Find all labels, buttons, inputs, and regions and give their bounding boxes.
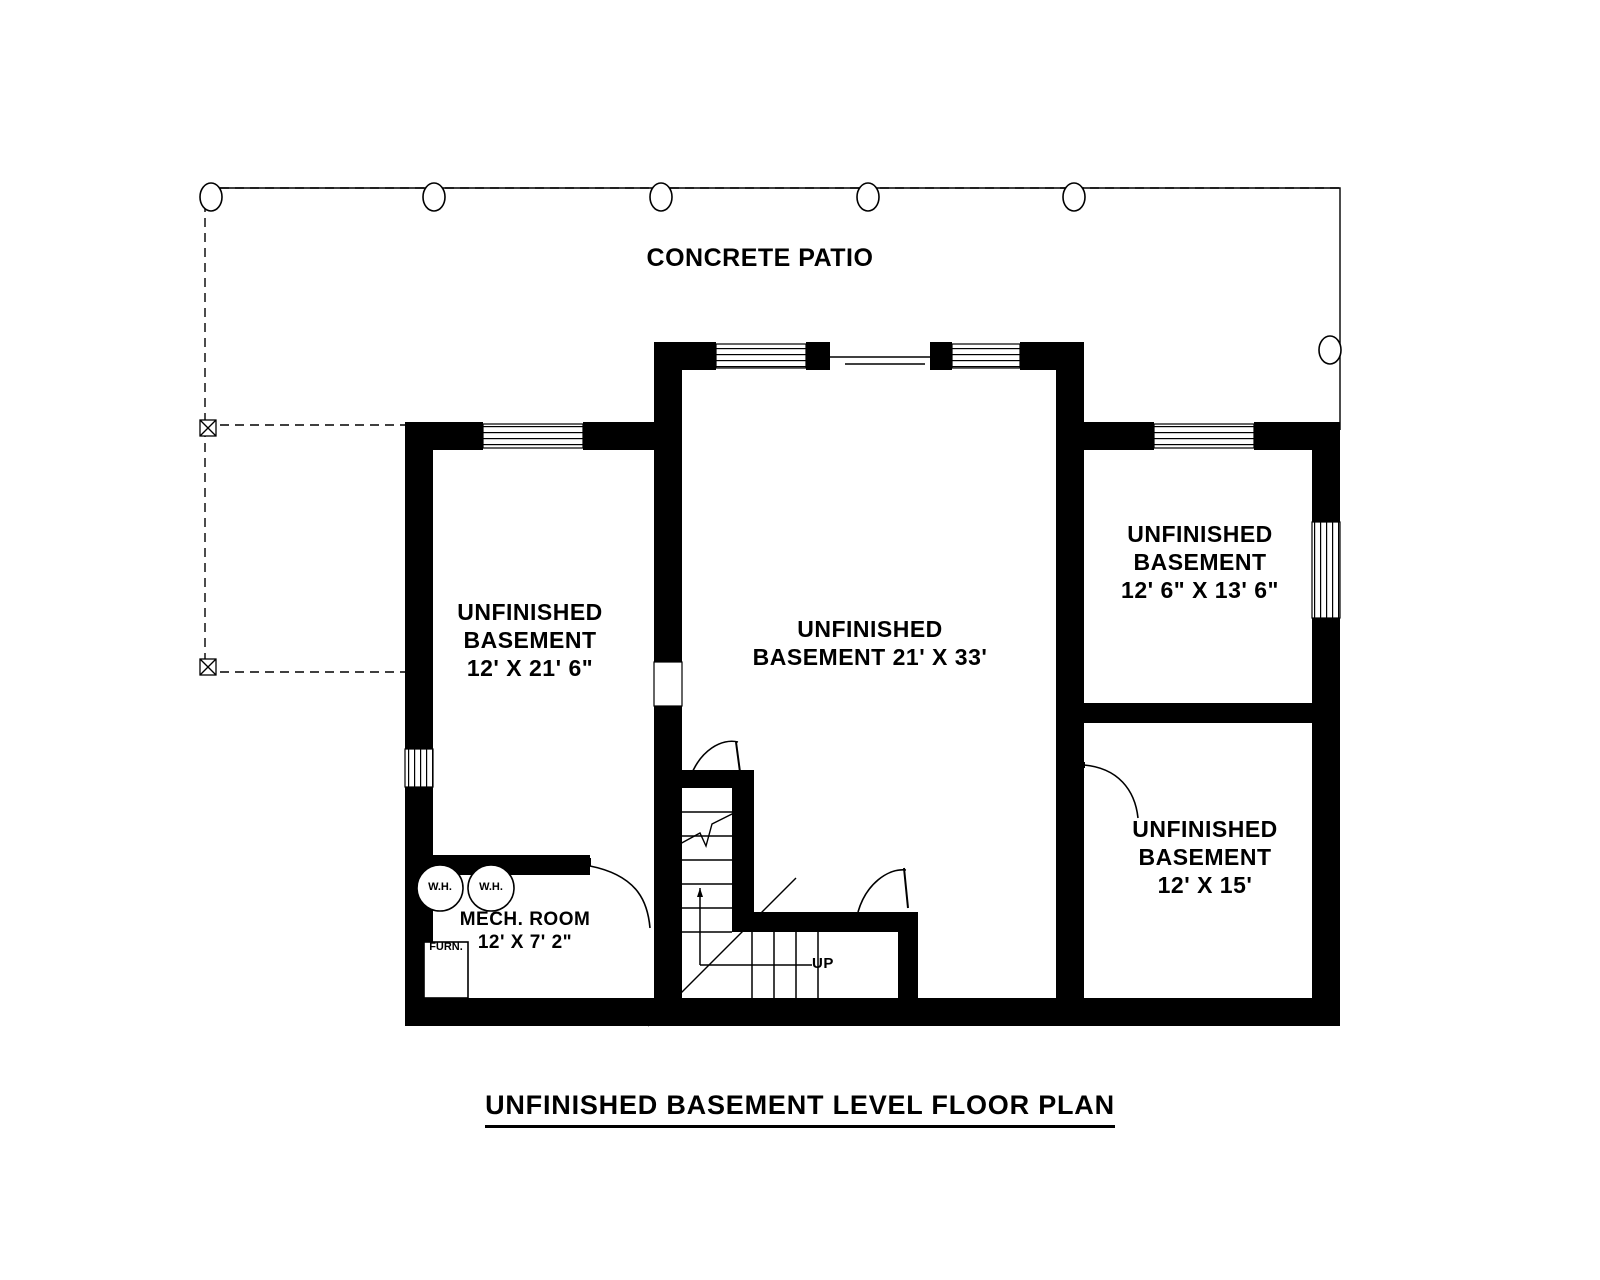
wall-interior-left-a bbox=[654, 436, 682, 662]
furnace-label: FURN. bbox=[424, 941, 468, 954]
footing-pier-markers bbox=[199, 419, 217, 676]
plan-title-text: UNFINISHED BASEMENT LEVEL FLOOR PLAN bbox=[485, 1090, 1115, 1128]
room-name-line1: UNFINISHED bbox=[1132, 816, 1278, 842]
stair-up-label: UP bbox=[812, 955, 852, 973]
beam-line-dashed bbox=[1067, 436, 1079, 700]
room-name-line2: BASEMENT bbox=[463, 627, 597, 654]
mech-fixtures bbox=[416, 864, 515, 999]
stair-diagonal bbox=[647, 877, 797, 1027]
door-stair-top bbox=[689, 740, 739, 779]
patio-post-icon bbox=[856, 182, 880, 212]
window-left-exterior bbox=[404, 748, 434, 788]
room-label-mech-room: MECH. ROOM 12' X 7' 2" bbox=[410, 908, 640, 954]
door-swings bbox=[589, 740, 1139, 929]
room-label-basement-upper-right: UNFINISHED BASEMENT 12' 6" X 13' 6" bbox=[1050, 520, 1350, 604]
door-central-lower bbox=[857, 869, 907, 913]
window-left-wing bbox=[482, 423, 584, 449]
patio-label-text: CONCRETE PATIO bbox=[646, 244, 874, 272]
patio-post-icon bbox=[1062, 182, 1086, 212]
stair-up-text: UP bbox=[812, 955, 835, 972]
room-label-basement-left: UNFINISHED BASEMENT 12' X 21' 6" bbox=[380, 598, 680, 682]
patio-post-icon bbox=[1318, 335, 1342, 365]
water-heater-label-2: W.H. bbox=[469, 881, 513, 894]
room-name-line1: UNFINISHED bbox=[1127, 521, 1273, 547]
stair-treads-upper bbox=[682, 811, 732, 933]
water-heater-icon bbox=[416, 864, 464, 912]
wall-bumpout-right bbox=[1056, 342, 1084, 436]
room-dimensions: 12' X 7' 2" bbox=[477, 932, 573, 954]
room-name-line1: MECH. ROOM bbox=[459, 909, 591, 930]
room-name-line1: UNFINISHED bbox=[797, 616, 943, 642]
water-heater-icon bbox=[467, 864, 515, 912]
wall-stair-bottom bbox=[732, 912, 918, 932]
room-name-line1: UNFINISHED bbox=[457, 599, 603, 625]
room-dimensions: 12' X 21' 6" bbox=[466, 655, 594, 682]
wall-interior-left-b bbox=[654, 706, 682, 1026]
plan-title: UNFINISHED BASEMENT LEVEL FLOOR PLAN bbox=[0, 1090, 1600, 1128]
room-dimensions: 12' X 15' bbox=[1157, 872, 1253, 899]
furnace-icon bbox=[423, 941, 469, 999]
wall-bumpout-left bbox=[654, 342, 682, 436]
opening-left-room bbox=[653, 661, 683, 707]
room-label-basement-center: UNFINISHED BASEMENT 21' X 33' bbox=[705, 615, 1035, 671]
wall-interior-right bbox=[1056, 436, 1084, 1026]
room-name-line2: BASEMENT 21' X 33' bbox=[752, 644, 988, 671]
wall-bottom-exterior bbox=[405, 998, 1340, 1026]
patio-post-icon bbox=[199, 182, 223, 212]
fixture-label: W.H. bbox=[479, 881, 503, 893]
wall-left-exterior-a bbox=[405, 422, 433, 749]
water-heater-label-1: W.H. bbox=[418, 881, 462, 894]
room-name-line2: BASEMENT bbox=[1138, 844, 1272, 871]
window-top-1 bbox=[715, 343, 807, 369]
wall-top-mullion-2 bbox=[930, 342, 952, 370]
wall-assembly bbox=[404, 342, 1341, 1026]
fixture-label: W.H. bbox=[428, 881, 452, 893]
door-lower-right-room bbox=[1083, 764, 1139, 819]
patio-label: CONCRETE PATIO bbox=[560, 243, 960, 274]
room-name-line2: BASEMENT bbox=[1133, 549, 1267, 576]
wall-stair-lower-right bbox=[898, 912, 918, 1026]
wall-right-exterior-a bbox=[1312, 422, 1340, 522]
patio-post-markers bbox=[199, 182, 1342, 365]
wall-right-exterior-b bbox=[1312, 618, 1340, 1026]
wall-top-mullion-1 bbox=[806, 342, 830, 370]
patio-post-icon bbox=[422, 182, 446, 212]
window-right-wing bbox=[1153, 423, 1255, 449]
wall-right-door-jamb bbox=[1066, 765, 1084, 785]
patio-post-icon bbox=[649, 182, 673, 212]
window-top-2 bbox=[951, 343, 1021, 369]
wall-stair-right bbox=[732, 770, 754, 930]
room-dimensions: 12' 6" X 13' 6" bbox=[1121, 577, 1279, 604]
fixture-label: FURN. bbox=[429, 941, 463, 953]
door-mech-room bbox=[589, 865, 651, 929]
wall-right-divider bbox=[1066, 703, 1312, 723]
room-label-basement-lower-right: UNFINISHED BASEMENT 12' X 15' bbox=[1055, 815, 1355, 899]
staircase bbox=[647, 811, 819, 1027]
stair-break-line bbox=[677, 811, 737, 849]
stair-direction-arrow bbox=[697, 888, 812, 966]
